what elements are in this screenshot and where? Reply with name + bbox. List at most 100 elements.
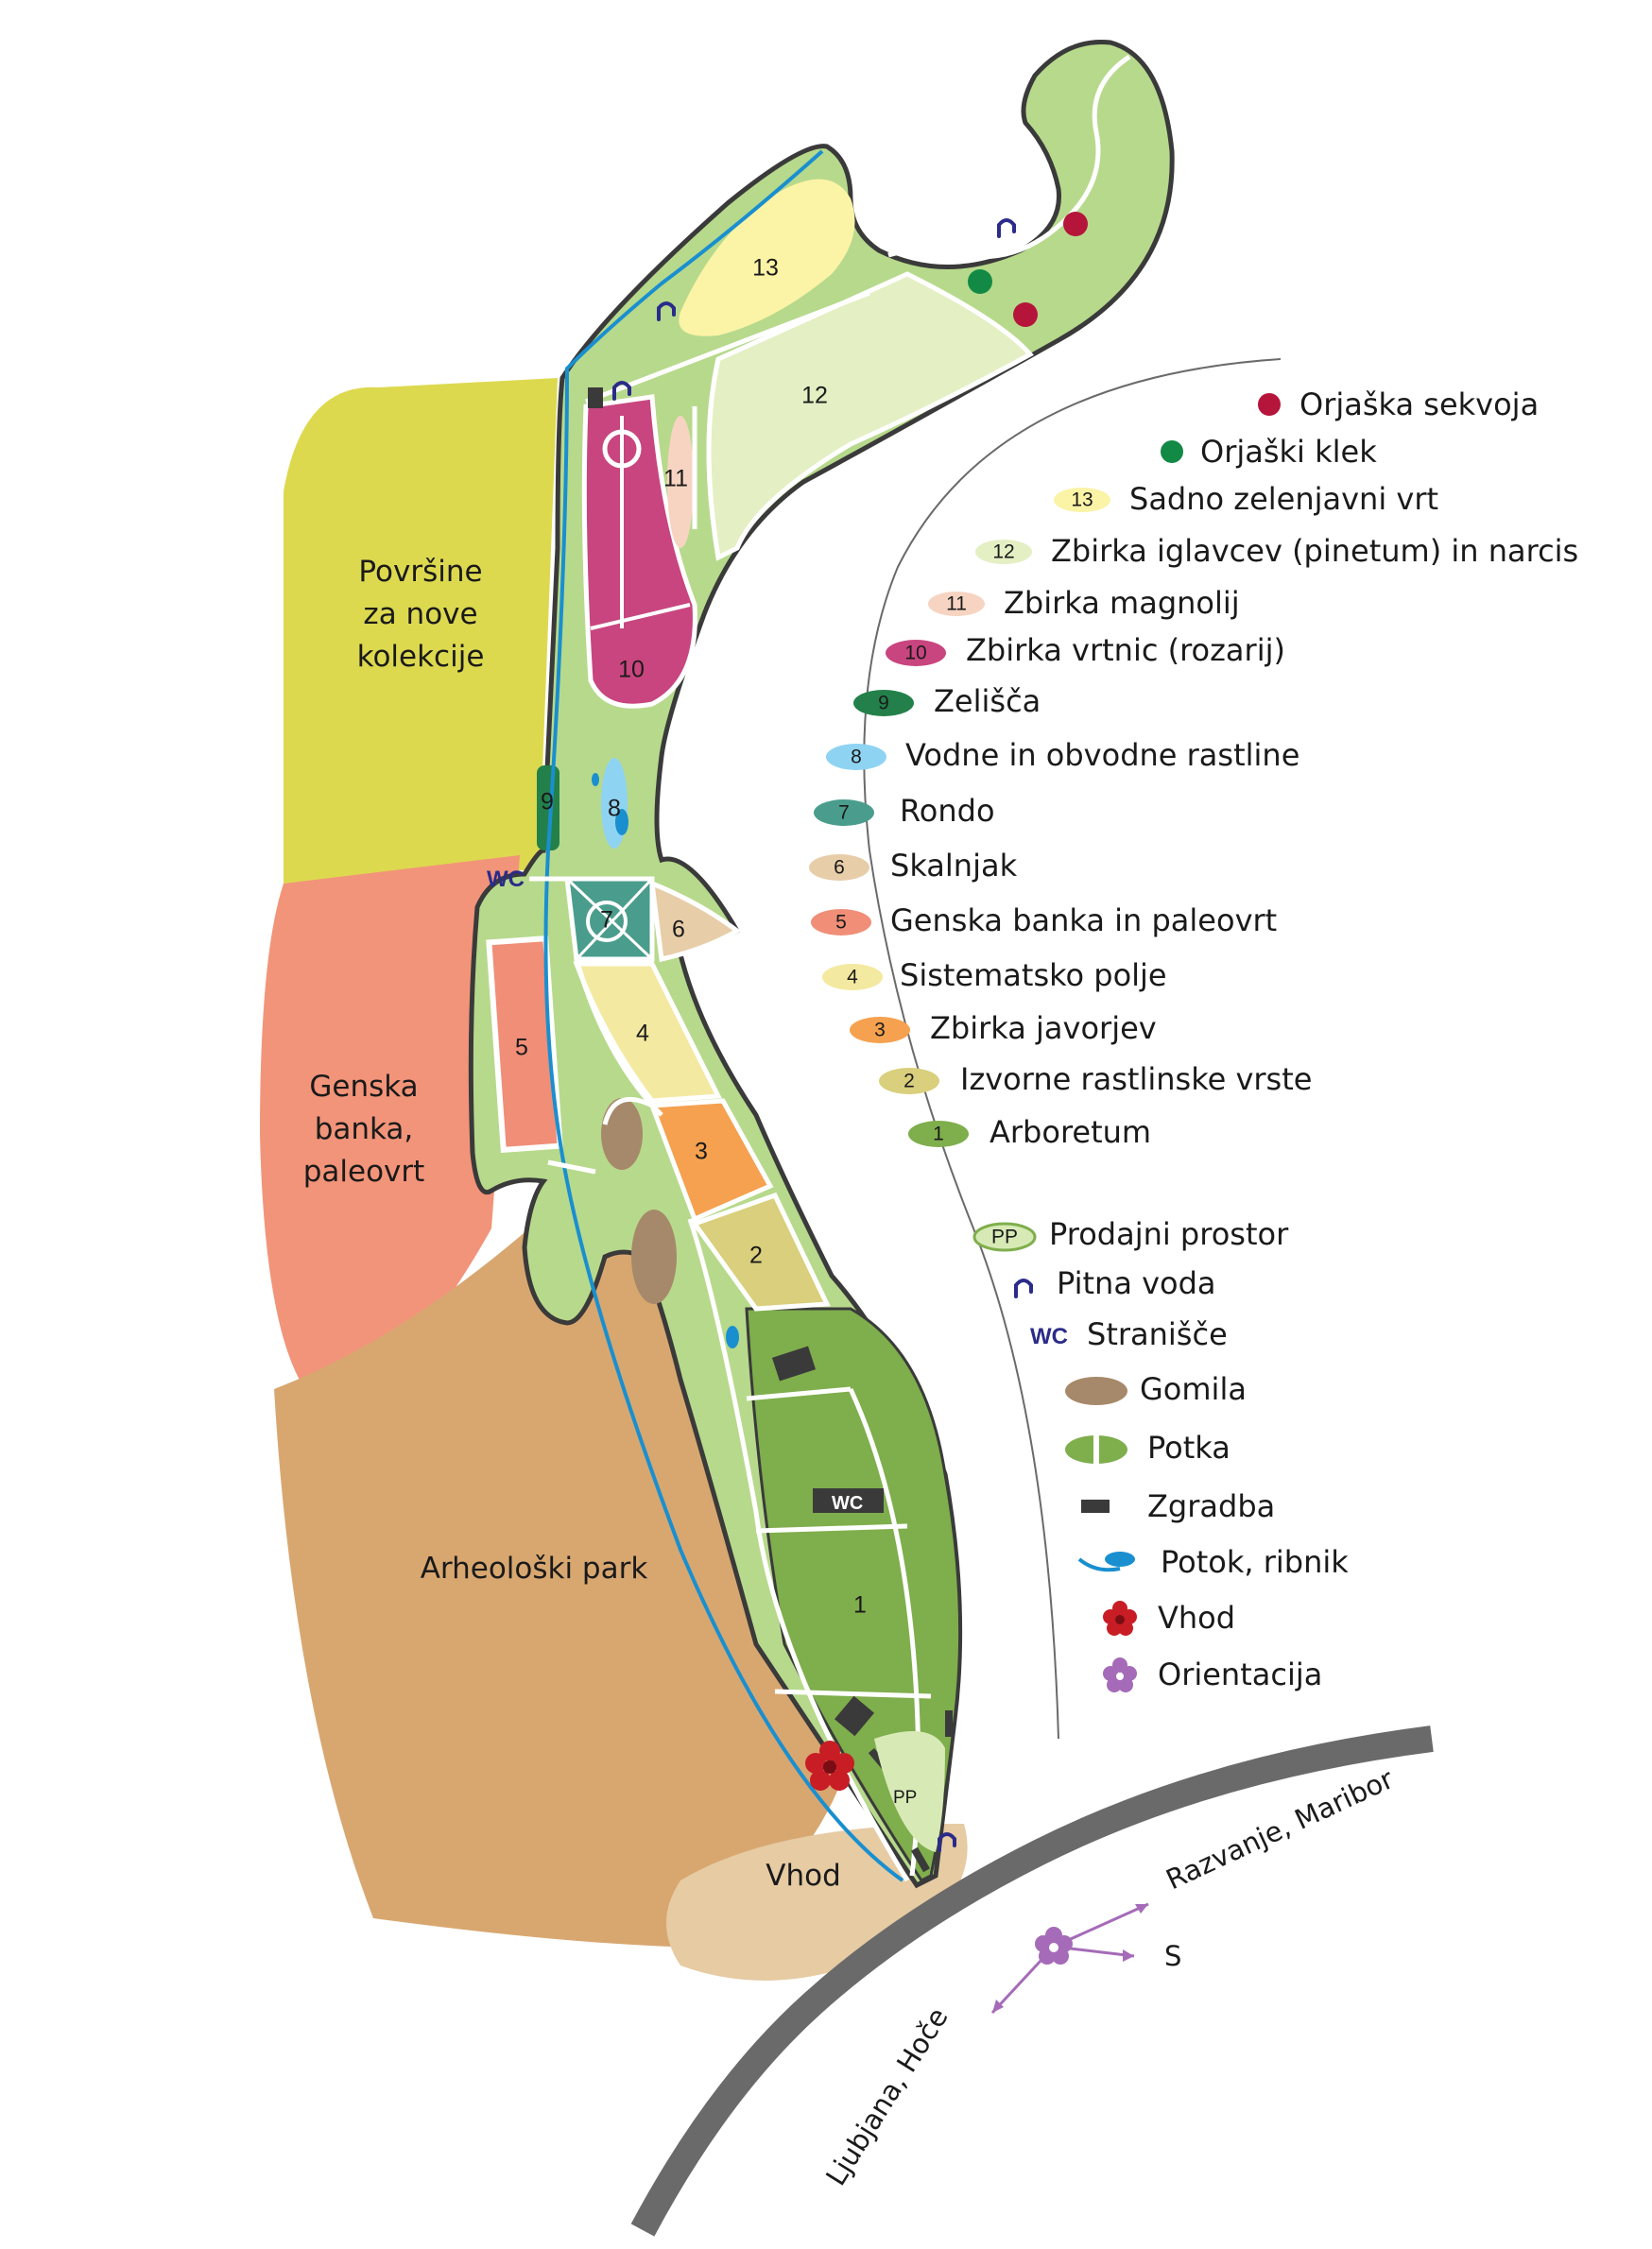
legend-label: Sistematsko polje bbox=[900, 957, 1167, 993]
legend-badge bbox=[822, 964, 883, 990]
zone-13-orchard bbox=[679, 179, 855, 336]
legend-badge bbox=[850, 1017, 910, 1043]
legend-label: Zbirka vrtnic (rozarij) bbox=[966, 632, 1285, 668]
legend-label: Arboretum bbox=[989, 1114, 1151, 1150]
legend-label: Orientacija bbox=[1158, 1657, 1322, 1692]
legend-badge bbox=[814, 799, 874, 826]
legend-badge-num: 8 bbox=[851, 747, 862, 768]
legend-badge bbox=[1054, 488, 1110, 512]
giant-juniper-marker bbox=[968, 269, 992, 294]
shop-legend-icon bbox=[972, 1222, 1037, 1252]
entrance-flower-icon bbox=[805, 1741, 854, 1791]
legend-label: Vhod bbox=[1158, 1600, 1235, 1636]
new-collections-label: za nove bbox=[363, 597, 477, 631]
stream-legend-icon bbox=[1077, 1552, 1135, 1572]
wc-building-marker: WC bbox=[832, 1493, 863, 1514]
legend-badge-num: 3 bbox=[874, 1020, 886, 1041]
legend-label: Zbirka iglavcev (pinetum) in narcis bbox=[1051, 533, 1578, 569]
legend-badge-num: 4 bbox=[847, 967, 858, 988]
water-tap-legend-icon bbox=[1014, 1279, 1033, 1298]
legend-label: Zelišča bbox=[934, 683, 1041, 719]
legend-label: Sadno zelenjavni vrt bbox=[1129, 481, 1438, 517]
legend: Orjaška sekvoja Orjaški klek 1 3 Sadno ze… bbox=[809, 386, 1578, 1692]
legend-badge-num: 1 bbox=[933, 1124, 944, 1145]
stream bbox=[543, 149, 904, 1882]
legend-badge-num: 11 bbox=[946, 593, 967, 615]
legend-label: Potok, ribnik bbox=[1161, 1544, 1349, 1580]
new-collections-label: Površine bbox=[358, 555, 482, 589]
legend-badge-num: 10 bbox=[904, 643, 926, 664]
new-collections-label: kolekcije bbox=[357, 640, 485, 674]
legend-label: Gomila bbox=[1140, 1371, 1247, 1407]
zone-10-rosarium bbox=[581, 394, 697, 709]
zone-3 bbox=[648, 1098, 774, 1223]
legend-label: Genska banka in paleovrt bbox=[890, 902, 1277, 938]
giant-sequoia-marker bbox=[1063, 212, 1088, 236]
direction-southwest: Ljubjana, Hoče bbox=[819, 2002, 955, 2191]
legend-label: Vodne in obvodne rastline bbox=[905, 737, 1299, 773]
zone-number: 6 bbox=[672, 917, 685, 943]
legend-label: Zbirka javorjev bbox=[930, 1010, 1157, 1046]
archaeological-park-label: Arheološki park bbox=[421, 1552, 648, 1586]
building bbox=[834, 1695, 875, 1737]
legend-label: Orjaški klek bbox=[1200, 434, 1377, 470]
mound bbox=[601, 1098, 643, 1170]
zone-number: 10 bbox=[618, 657, 645, 683]
building bbox=[771, 1346, 817, 1382]
zone-6 bbox=[648, 880, 742, 963]
legend-badge bbox=[826, 744, 886, 770]
legend-label: Orjaška sekvoja bbox=[1299, 386, 1539, 422]
legend-badge-num: 9 bbox=[878, 693, 889, 714]
legend-label: Pitna voda bbox=[1057, 1265, 1216, 1301]
building bbox=[911, 1846, 930, 1873]
legend-badge bbox=[975, 540, 1032, 564]
legend-badge bbox=[886, 640, 946, 666]
giant-sequoia-marker bbox=[1013, 302, 1038, 327]
entrance-area-label: Vhod bbox=[766, 1859, 841, 1893]
zone-number: 1 bbox=[853, 1592, 867, 1619]
orientation-legend-icon bbox=[1103, 1657, 1137, 1692]
orientation-icon bbox=[990, 1902, 1149, 2015]
legend-badge-num: 7 bbox=[838, 802, 850, 824]
building-legend-icon bbox=[1081, 1500, 1110, 1513]
pond bbox=[726, 1326, 739, 1348]
mound bbox=[631, 1210, 677, 1304]
zone-5 bbox=[486, 935, 563, 1154]
legend-label: Stranišče bbox=[1087, 1316, 1228, 1352]
zone-number: 3 bbox=[695, 1139, 708, 1165]
legend-label: Potka bbox=[1147, 1430, 1230, 1466]
zone-number: 5 bbox=[515, 1035, 528, 1061]
legend-label: Rondo bbox=[900, 793, 995, 829]
legend-label: Skalnjak bbox=[890, 848, 1018, 884]
shop-legend-badge: PP bbox=[991, 1227, 1018, 1248]
legend-badge-num: 6 bbox=[834, 857, 845, 879]
mound-legend-icon bbox=[1065, 1377, 1127, 1405]
legend-badge-num: 2 bbox=[903, 1071, 915, 1092]
zone-number: 11 bbox=[663, 466, 688, 492]
gene-bank-area bbox=[260, 855, 520, 1399]
shop-marker: PP bbox=[893, 1788, 917, 1808]
gene-bank-label: banka, bbox=[315, 1112, 414, 1146]
zone-number: 2 bbox=[749, 1243, 763, 1269]
new-collections-area bbox=[284, 378, 558, 884]
gene-bank-label: Genska bbox=[309, 1070, 418, 1104]
legend-badge bbox=[811, 909, 871, 936]
legend-badge bbox=[908, 1121, 969, 1147]
giant-juniper-legend-icon bbox=[1161, 440, 1183, 463]
gene-bank-label: paleovrt bbox=[303, 1155, 425, 1189]
legend-badge-num: 5 bbox=[835, 912, 847, 934]
zone-number: 7 bbox=[600, 907, 613, 934]
building bbox=[813, 1488, 884, 1513]
legend-badge bbox=[809, 854, 869, 881]
shop-area bbox=[874, 1731, 945, 1852]
divider-curve bbox=[863, 358, 1282, 1740]
wc-marker: WC bbox=[487, 867, 525, 892]
zone-11-magnolias bbox=[667, 416, 694, 548]
legend-label: Zgradba bbox=[1147, 1488, 1275, 1524]
legend-label: Prodajni prostor bbox=[1049, 1216, 1289, 1252]
zone-number: 4 bbox=[636, 1021, 649, 1047]
legend-badge bbox=[853, 690, 914, 716]
direction-north: S bbox=[1164, 1940, 1181, 1972]
road bbox=[630, 1725, 1434, 2237]
